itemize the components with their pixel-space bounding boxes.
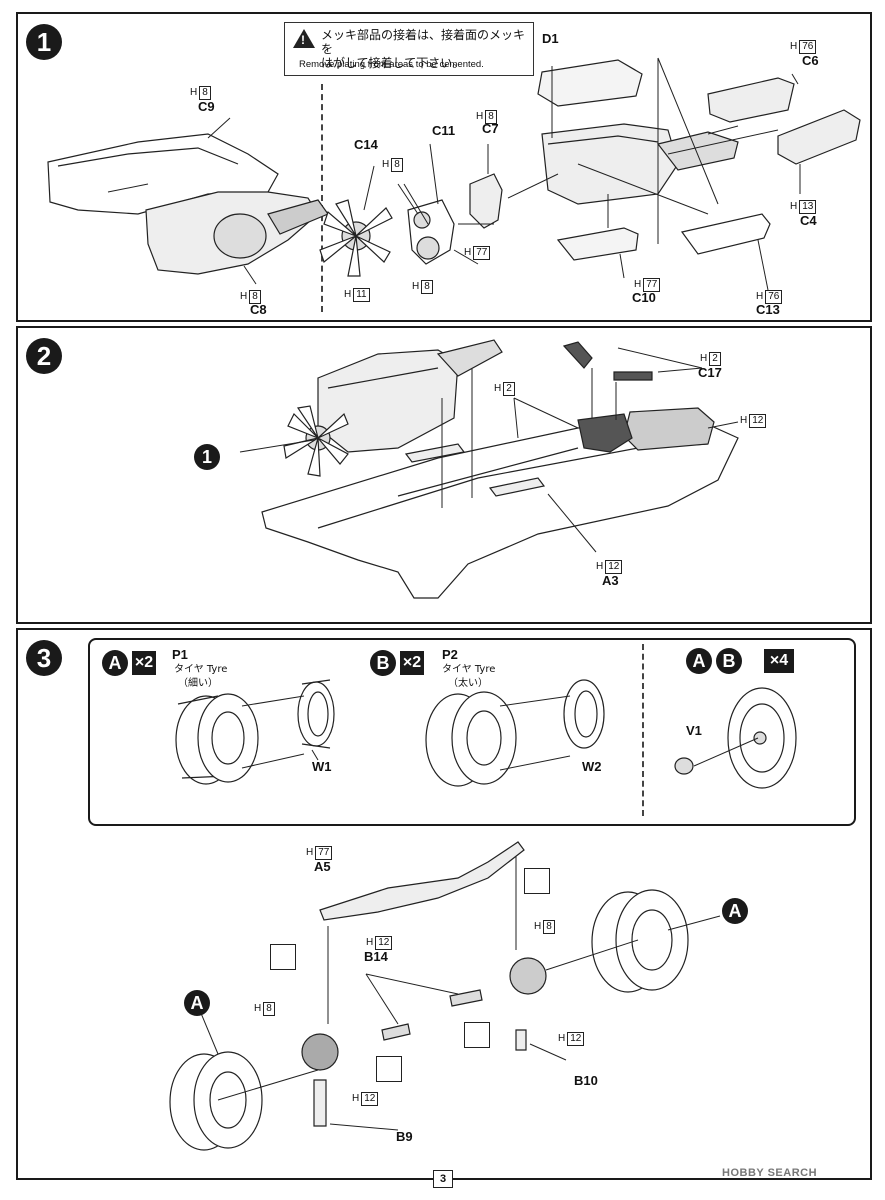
step-3-panel: 3 A ×2 P1 タイヤ Tyre （細い） W1 B ×2 P2 タイヤ T… [16,628,872,1180]
step-number: 2 [26,338,62,374]
group-b-badge: B [370,650,396,676]
divider [642,644,644,816]
part-c11: C11 [432,123,456,138]
warning-jp-line1: メッキ部品の接着は、接着面のメッキを [321,28,526,56]
part-c7: C7 [482,121,499,136]
part-c10: C10 [632,290,656,305]
step-ref-badge: 1 [194,444,220,470]
part-c17: C17 [698,365,722,380]
wheel-ref-left: A [184,990,210,1016]
part-v1: V1 [686,723,702,738]
glue-icon [376,1056,402,1082]
engine-parts-drawing [47,57,861,291]
glue-icon [270,944,296,970]
chassis-drawing [239,339,739,599]
step-1-panel: 1 ! メッキ部品の接着は、接着面のメッキを はがして接着して下さい。 Remo… [16,12,872,322]
part-a3: A3 [602,573,619,588]
part-c6: C6 [802,53,819,68]
p1-note: （細い） [178,678,218,689]
part-w1: W1 [312,759,332,774]
glue-icon [524,868,550,894]
part-c14: C14 [354,137,378,152]
group-ab-count: ×4 [764,649,794,673]
part-c13: C13 [756,302,780,317]
group-b-count: ×2 [400,651,424,675]
part-b9: B9 [396,1129,413,1144]
watermark: HOBBY SEARCH [722,1167,818,1179]
part-c4: C4 [800,213,817,228]
step-number: 1 [26,24,62,60]
warning-en: Remove plating from areas to be cemented… [299,59,484,70]
warning-jp-line2: はがして接着して下さい。 [321,56,465,70]
group-a-badge: A [686,648,712,674]
warning-icon: ! [293,29,315,48]
group-b-badge: B [716,648,742,674]
part-d1: D1 [542,31,559,46]
part-c8: C8 [250,302,267,317]
wheel-suspension-drawing [169,679,797,1151]
part-p1: P1 [172,647,188,662]
step-2-panel: 2 [16,326,872,624]
part-b10: B10 [574,1073,598,1088]
plating-warning: ! メッキ部品の接着は、接着面のメッキを はがして接着して下さい。 Remove… [284,22,534,76]
p2-tyre-label: タイヤ Tyre [442,664,496,675]
glue-icon [464,1022,490,1048]
part-p2: P2 [442,647,458,662]
divider [321,84,323,312]
part-b14: B14 [364,949,388,964]
p1-tyre-label: タイヤ Tyre [174,664,228,675]
page-number: 3 [433,1170,453,1188]
p2-note: （太い） [448,678,488,689]
part-c9: C9 [198,99,215,114]
step-number: 3 [26,640,62,676]
group-a-count: ×2 [132,651,156,675]
part-w2: W2 [582,759,602,774]
group-a-badge: A [102,650,128,676]
wheel-ref-right: A [722,898,748,924]
tyre-wheel-subassembly [88,638,856,826]
part-a5: A5 [314,859,331,874]
